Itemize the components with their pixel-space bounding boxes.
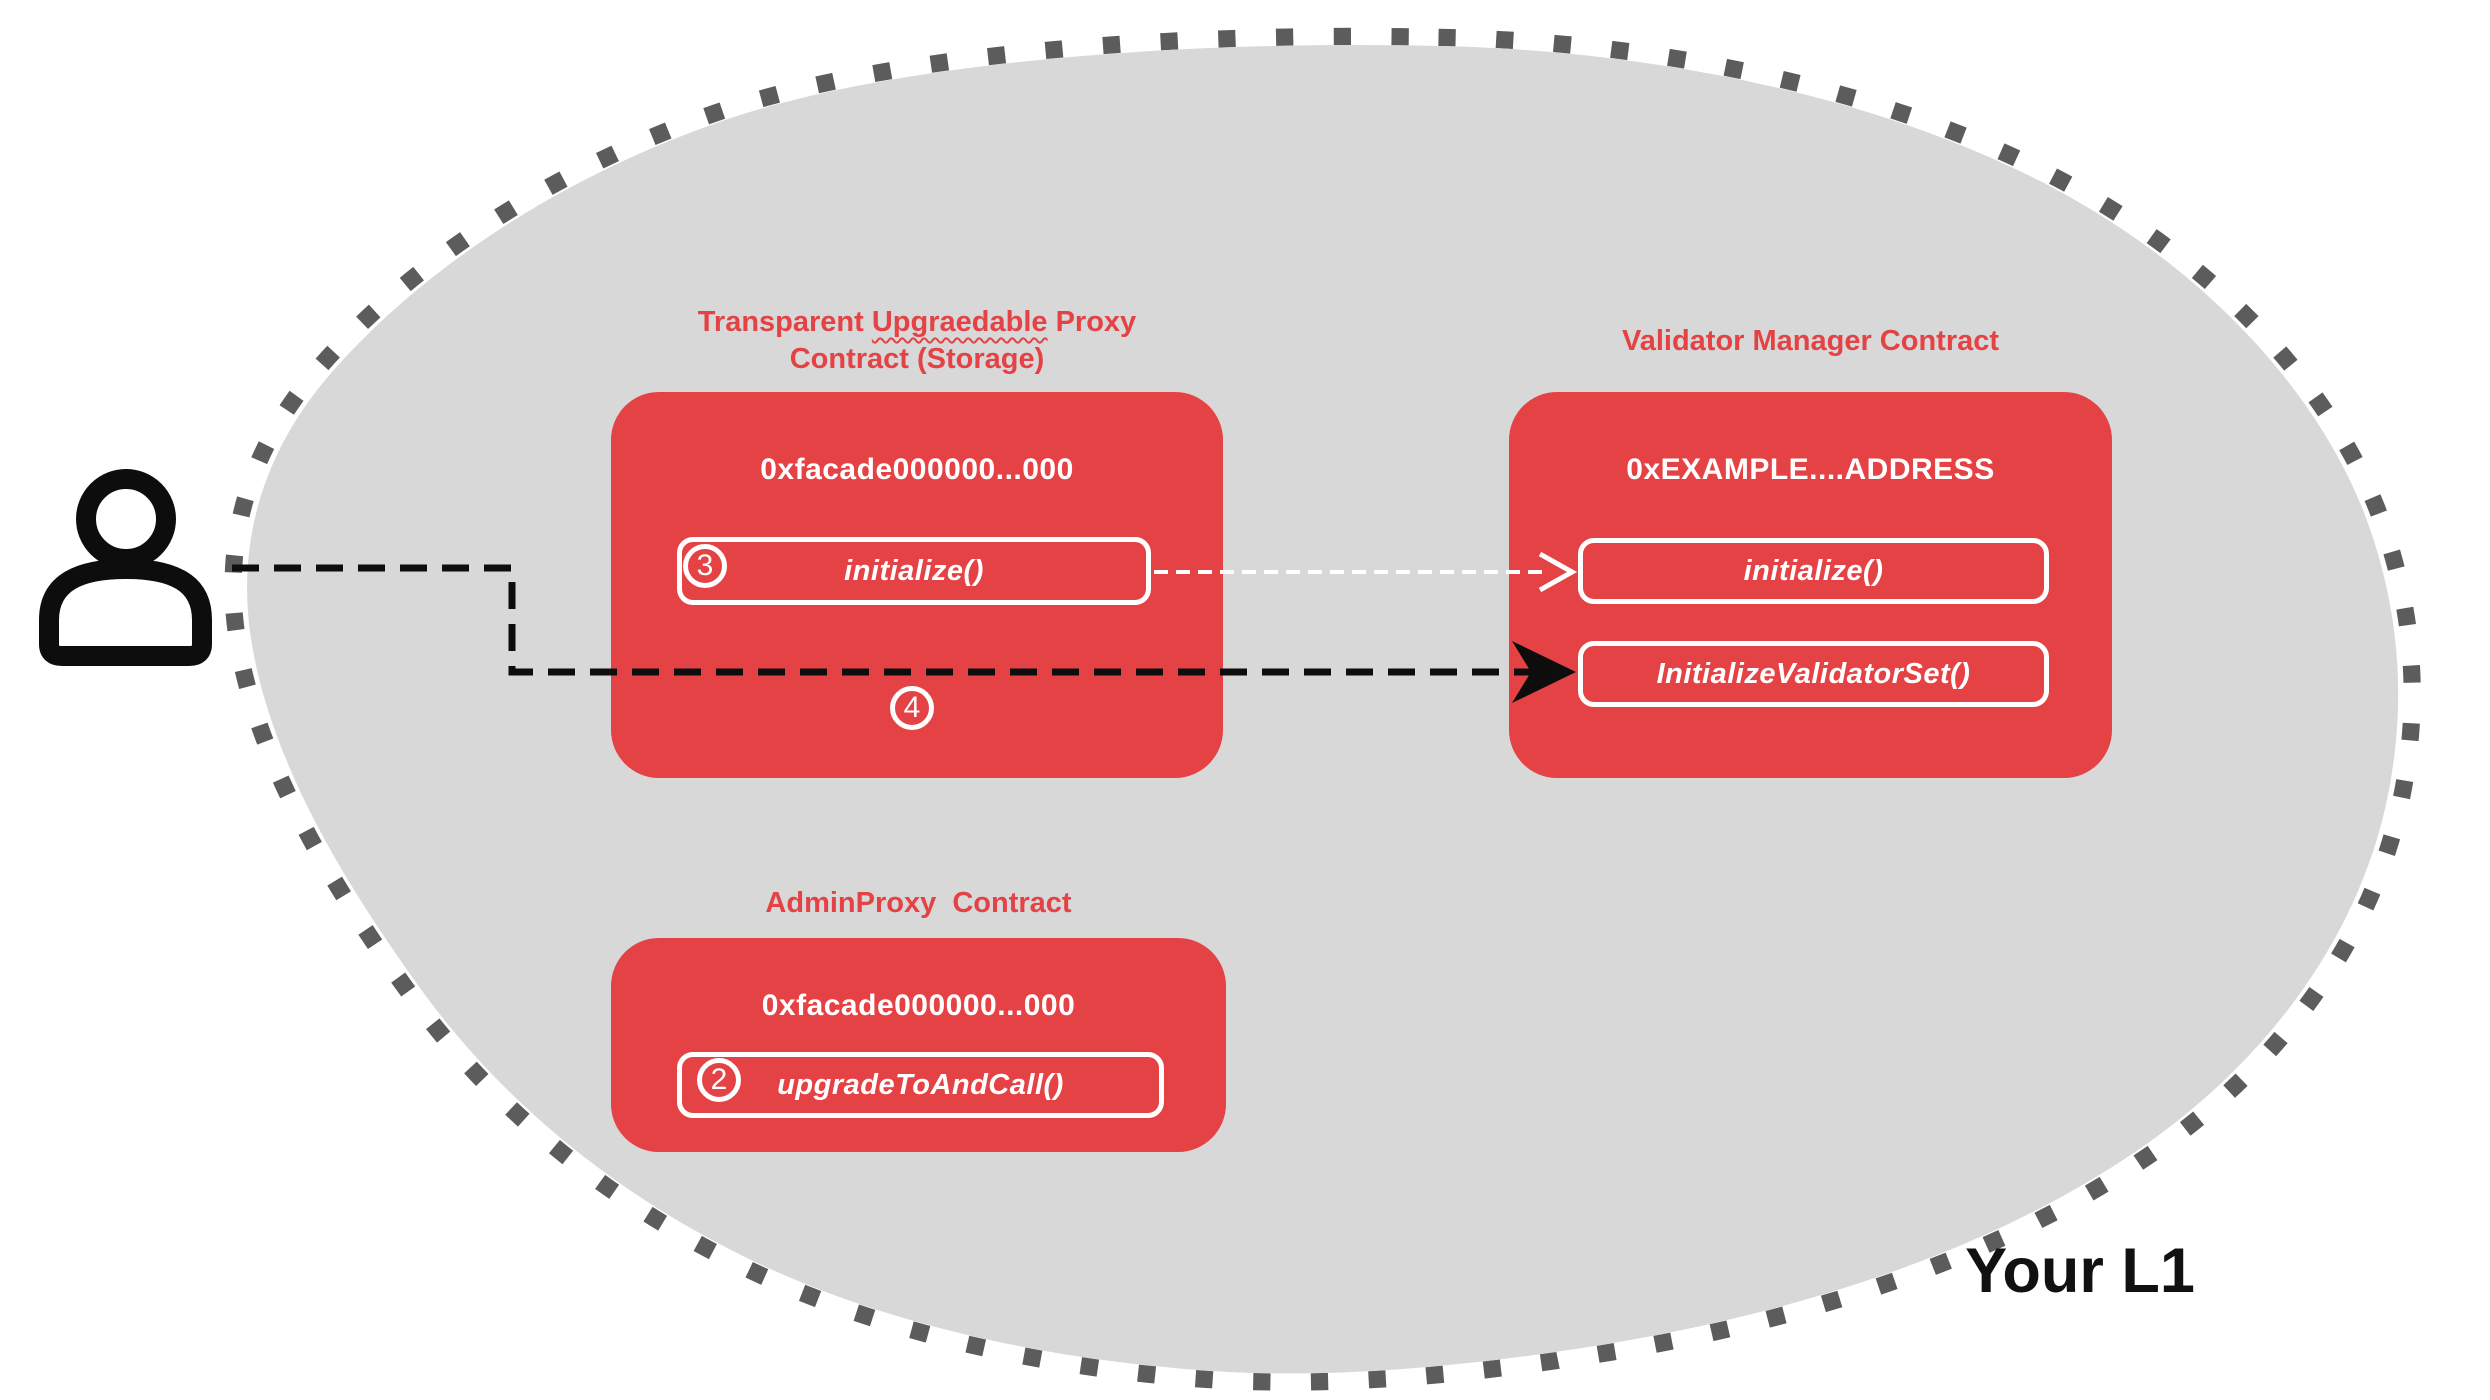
admin-proxy-contract-title: AdminProxy Contract	[765, 887, 1072, 919]
your-l1-label: Your L1	[1965, 1236, 2195, 1306]
proxy-title-line2: Contract (Storage)	[789, 343, 1045, 375]
proxy-initialize-method: initialize()	[677, 537, 1151, 605]
validator-initialize-method: initialize()	[1578, 538, 2049, 604]
proxy-title-misspelled-word: Upgraedable	[871, 306, 1048, 338]
proxy-contract-address: 0xfacade000000...000	[760, 453, 1074, 486]
validator-manager-contract-box: 0xEXAMPLE....ADDRESS initialize() Initia…	[1509, 392, 2112, 778]
step-3-badge: 3	[683, 544, 727, 588]
step-2-number: 2	[710, 1063, 728, 1096]
proxy-title-post: Proxy	[1047, 306, 1137, 338]
proxy-title-pre: Transparent	[697, 306, 872, 338]
proxy-initialize-label: initialize()	[844, 554, 984, 587]
validator-initialize-label: initialize()	[1743, 554, 1884, 587]
admin-contract-address: 0xfacade000000...000	[761, 989, 1076, 1022]
validator-contract-title: Validator Manager Contract	[1621, 325, 2000, 357]
validator-initializevalidatorset-label: InitializeValidatorSet()	[1656, 657, 1971, 690]
admin-upgradetoandcall-label: upgradeToAndCall()	[777, 1068, 1064, 1101]
validator-initializevalidatorset-method: InitializeValidatorSet()	[1578, 641, 2049, 707]
user-person-icon	[39, 469, 212, 666]
person-body	[39, 559, 212, 666]
l1-blob-dotted-border	[224, 27, 2421, 1391]
step-4-badge: 4	[890, 686, 934, 730]
person-head	[76, 469, 176, 569]
admin-upgradetoandcall-method: upgradeToAndCall()	[677, 1052, 1164, 1118]
proxy-contract-box: 0xfacade000000...000 initialize() 3 4	[611, 392, 1223, 778]
step-2-badge: 2	[697, 1058, 741, 1102]
step-4-number: 4	[903, 691, 921, 724]
admin-proxy-contract-box: 0xfacade000000...000 upgradeToAndCall() …	[611, 938, 1226, 1152]
validator-contract-address: 0xEXAMPLE....ADDRESS	[1626, 453, 1995, 486]
step-3-number: 3	[696, 549, 714, 582]
